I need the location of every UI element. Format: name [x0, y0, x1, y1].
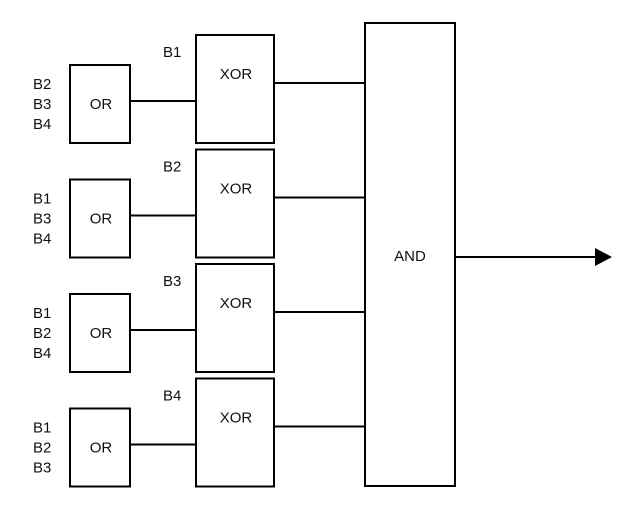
xor-gate-label: XOR: [220, 410, 253, 427]
or-gate-label: OR: [90, 325, 113, 342]
xor-gate: [195, 34, 275, 144]
or-gate: [69, 64, 131, 144]
or-input-label: B3: [33, 211, 51, 228]
or-input-label: B2: [33, 440, 51, 457]
xor-gate-label: XOR: [220, 66, 253, 83]
and-gate-label: AND: [394, 248, 426, 265]
xor-input-label: B3: [163, 273, 181, 290]
or-input-label: B2: [33, 325, 51, 342]
xor-gate: [195, 148, 275, 259]
arrow-right-icon: [595, 248, 612, 266]
or-gate: [69, 407, 131, 488]
or-input-label: B1: [33, 305, 51, 322]
xor-input-label: B2: [163, 159, 181, 176]
or-gate-label: OR: [90, 440, 113, 457]
or-input-label: B3: [33, 460, 51, 477]
or-gate: [69, 178, 131, 259]
or-input-label: B1: [33, 191, 51, 208]
xor-gate-label: XOR: [220, 181, 253, 198]
or-input-label: B2: [33, 76, 51, 93]
or-input-label: B1: [33, 420, 51, 437]
or-input-label: B4: [33, 231, 51, 248]
or-input-label: B3: [33, 96, 51, 113]
and-gate: [364, 22, 456, 487]
or-gate-label: OR: [90, 96, 113, 113]
xor-input-label: B4: [163, 388, 181, 405]
or-gate: [69, 293, 131, 373]
or-gate-label: OR: [90, 211, 113, 228]
xor-input-label: B1: [163, 44, 181, 61]
xor-gate: [195, 263, 275, 373]
xor-gate-label: XOR: [220, 295, 253, 312]
or-input-label: B4: [33, 345, 51, 362]
or-input-label: B4: [33, 116, 51, 133]
xor-gate: [195, 377, 275, 488]
